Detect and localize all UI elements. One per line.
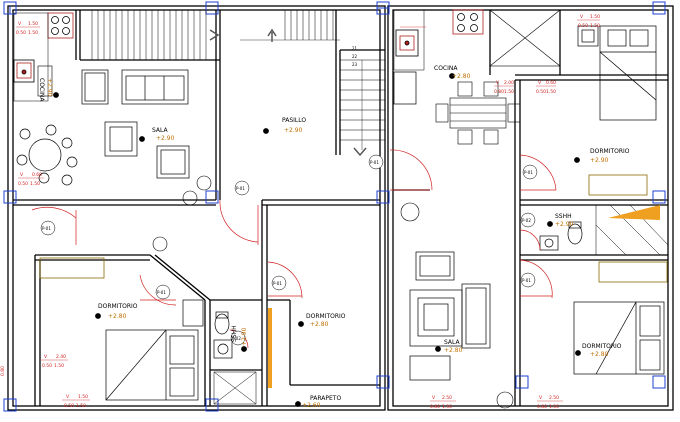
room-level: +2.90 xyxy=(284,127,303,134)
room-name: DORMITORIO xyxy=(98,303,138,310)
window-sill: 0.50 xyxy=(64,403,74,409)
window-dim: 0.60 xyxy=(32,172,42,178)
sink-icon-right xyxy=(395,29,419,57)
stair-number-3: 23 xyxy=(352,62,358,67)
door-swings xyxy=(31,149,557,349)
window-dim: 1.50 xyxy=(590,14,600,20)
room-level: +2.90 xyxy=(241,327,248,346)
window-dim: 2.40 xyxy=(56,354,66,360)
door-tags xyxy=(40,154,538,346)
door-tag-label: P-01 xyxy=(42,226,51,231)
room-level: +2.90 xyxy=(156,135,175,142)
sofa-icon-right xyxy=(409,251,491,381)
room-name: COCINA xyxy=(434,65,458,72)
window-code: V xyxy=(432,395,436,401)
level-marker-icon xyxy=(53,73,581,407)
window-sill: 0.80 xyxy=(494,89,504,95)
window-head: 1.50 xyxy=(590,23,600,29)
room-name: DORMITORIO xyxy=(306,313,346,320)
room-name: COCINA xyxy=(38,78,45,102)
window-sill: 0.50 xyxy=(18,181,28,187)
shower-hatch xyxy=(213,204,669,405)
door-tag-label: P-01 xyxy=(370,160,379,165)
room-name: SALA xyxy=(444,339,461,346)
accent-hatch xyxy=(268,205,660,388)
door-tag-label: P-01 xyxy=(236,186,245,191)
sofa-icon xyxy=(81,69,190,179)
window-head: 1.50 xyxy=(546,89,556,95)
window-tags xyxy=(16,19,600,402)
toilet-icon xyxy=(213,221,583,359)
ventilation-shaft xyxy=(489,9,561,67)
room-level: +2.90 xyxy=(46,78,53,97)
bed-icon-top-right xyxy=(577,25,657,121)
stove-icon-right xyxy=(452,9,484,35)
room-name: DORMITORIO xyxy=(590,148,630,155)
room-name: PARAPETO xyxy=(310,395,341,402)
plant-icon xyxy=(152,175,514,409)
room-level: +2.80 xyxy=(108,313,127,320)
room-level: +2.80 xyxy=(452,73,471,80)
window-code: V xyxy=(44,354,48,360)
kitchen-counter xyxy=(13,12,49,102)
room-level: +2.80 xyxy=(310,321,329,328)
window-code: V xyxy=(538,80,542,86)
window-head: 1.50 xyxy=(76,403,86,409)
room-name: SSHH xyxy=(231,325,238,342)
refrigerator-icon-right xyxy=(393,71,417,105)
window-dim: 2.00 xyxy=(504,80,514,86)
window-head: 1.50 xyxy=(549,404,559,410)
refrigerator-icon xyxy=(37,65,53,97)
room-name: SSHH xyxy=(555,213,572,220)
room-name: DORMITORIO xyxy=(582,343,622,350)
window-code: V xyxy=(18,21,22,27)
bed-icon-bottom-right xyxy=(573,301,665,375)
stair-direction-arrow-icon xyxy=(209,28,367,157)
window-dim: 1.50 xyxy=(78,394,88,400)
window-code: V xyxy=(539,395,543,401)
room-level: +2.90 xyxy=(590,157,609,164)
room-level: +2.80 xyxy=(444,347,463,354)
window-head: 1.50 xyxy=(54,363,64,369)
window-dim: 2.50 xyxy=(442,395,452,401)
window-dim: 0.60 xyxy=(546,80,556,86)
window-code: V xyxy=(20,172,24,178)
room-level: +2.60 xyxy=(302,402,321,409)
room-level: +2.90 xyxy=(555,221,574,228)
door-tag-label: P-01 xyxy=(524,170,533,175)
window-dim: 2.50 xyxy=(549,395,559,401)
column-markers xyxy=(3,1,666,412)
door-tag-label: P-01 xyxy=(522,278,531,283)
window-sill: 0.80 xyxy=(537,404,547,410)
window-sill: 0.50 xyxy=(42,363,52,369)
window-code: V xyxy=(496,80,500,86)
door-tag-label: P-02 xyxy=(232,336,241,341)
room-name: PASILLO xyxy=(282,117,306,124)
door-tag-label: P-02 xyxy=(522,218,531,223)
stair-number-1: 21 xyxy=(352,46,358,51)
window-sill: 0.50 xyxy=(16,30,26,36)
stair-number-2: 22 xyxy=(352,54,358,59)
window-sill: 0.50 xyxy=(578,23,588,29)
window-head: 1.50 xyxy=(30,181,40,187)
room-level: +2.80 xyxy=(590,351,609,358)
staircase-left xyxy=(91,10,207,60)
door-tag-label: P-01 xyxy=(273,281,282,286)
dining-table-icon xyxy=(435,81,521,145)
window-sill: 0.80 xyxy=(430,404,440,410)
window-head: 1.50 xyxy=(504,89,514,95)
bottom-left-dim: 0.80 xyxy=(0,366,6,376)
wardrobe xyxy=(39,174,668,283)
staircase-center xyxy=(240,10,385,150)
window-head: 1.50 xyxy=(28,30,38,36)
room-name: SALA xyxy=(152,127,169,134)
window-dim: 1.50 xyxy=(28,21,38,27)
door-tag-label: P-01 xyxy=(157,290,166,295)
window-sill: 0.50 xyxy=(536,89,546,95)
bed-icon-left xyxy=(105,299,204,401)
window-head: 1.50 xyxy=(442,404,452,410)
window-code: V xyxy=(580,14,584,20)
window-code: V xyxy=(66,394,70,400)
